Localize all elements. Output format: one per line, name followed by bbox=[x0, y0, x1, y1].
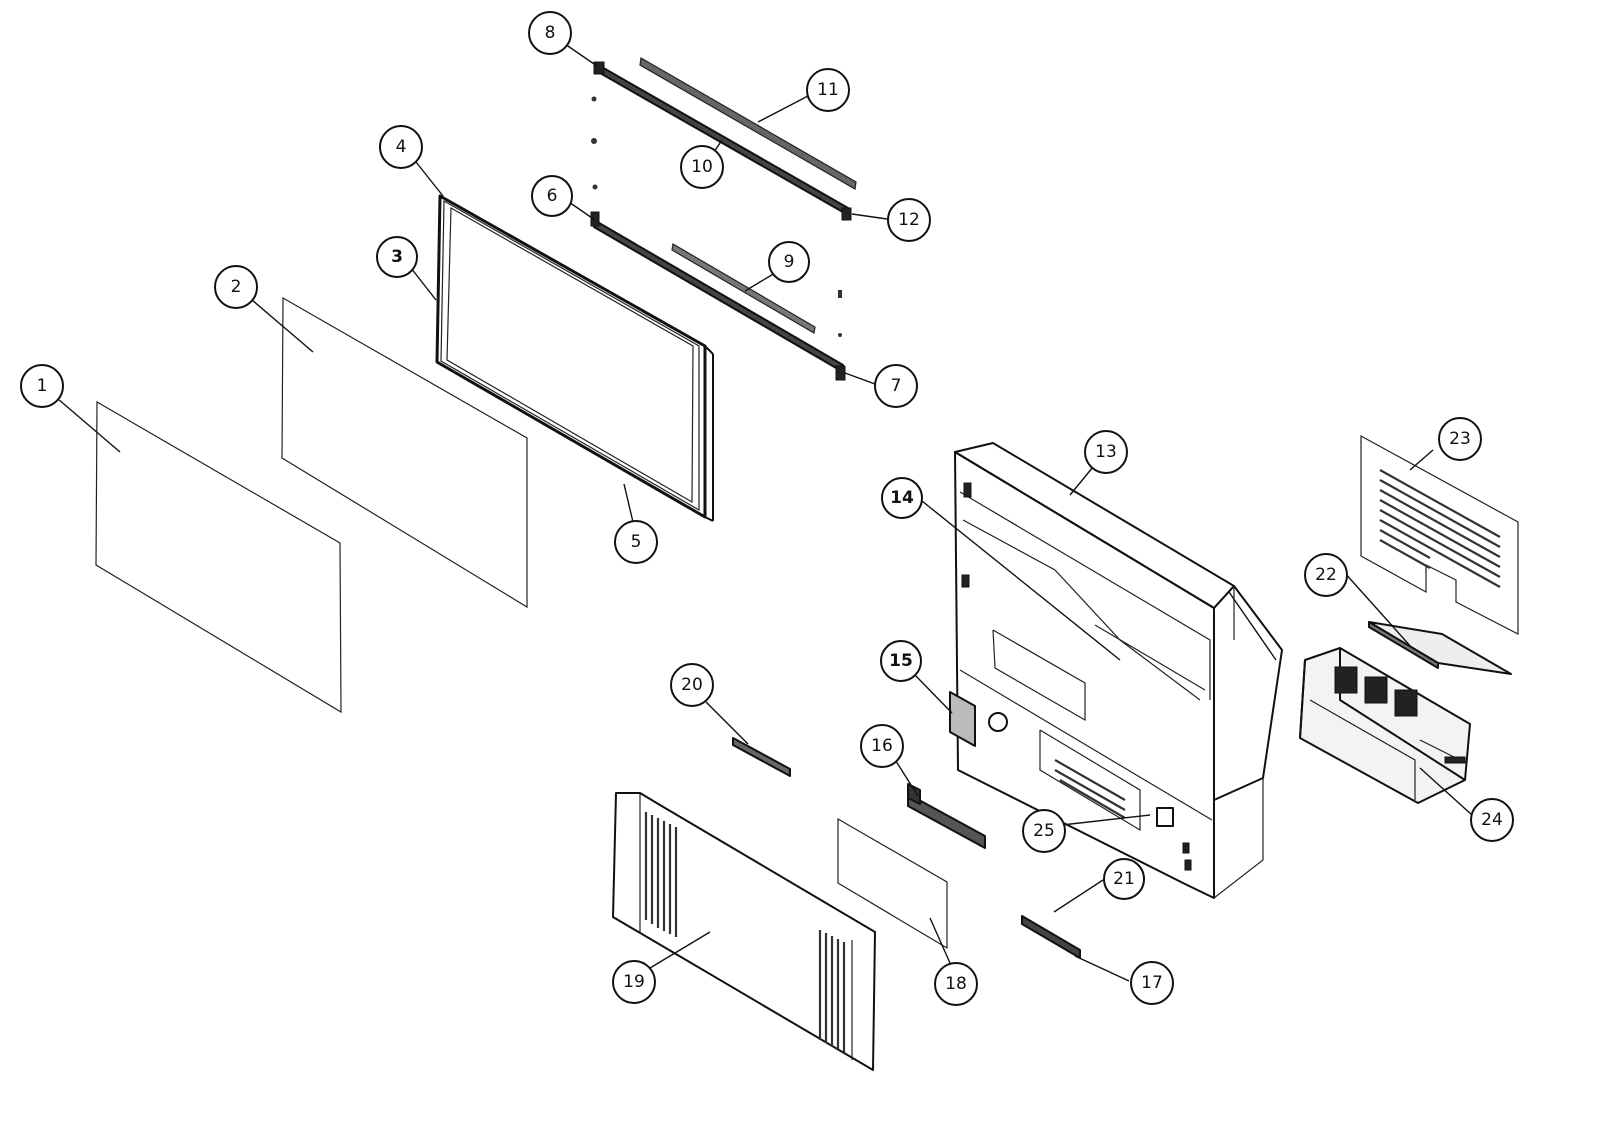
part-18-panel bbox=[837, 817, 948, 950]
callout-15: 15 bbox=[880, 640, 922, 682]
callout-label: 3 bbox=[391, 247, 403, 267]
part-17-bottom-bar bbox=[1021, 915, 1081, 959]
callout-label: 16 bbox=[871, 736, 893, 756]
part-23-back-cover bbox=[1360, 434, 1519, 635]
grille-hatch-left bbox=[644, 812, 678, 937]
callout-20: 20 bbox=[670, 663, 714, 707]
callout-label: 22 bbox=[1315, 565, 1337, 585]
part-19-front-grille bbox=[612, 792, 876, 1071]
leader-lines bbox=[57, 41, 1473, 982]
callout-16: 16 bbox=[860, 724, 904, 768]
part-2-lenticular-panel bbox=[281, 296, 528, 609]
callout-11: 11 bbox=[806, 68, 850, 112]
callout-label: 15 bbox=[889, 651, 913, 671]
callout-12: 12 bbox=[887, 198, 931, 242]
callout-label: 23 bbox=[1449, 429, 1471, 449]
callout-9: 9 bbox=[768, 241, 810, 283]
callout-label: 14 bbox=[890, 488, 914, 508]
callout-21: 21 bbox=[1103, 858, 1145, 900]
callout-23: 23 bbox=[1438, 417, 1482, 461]
callout-1: 1 bbox=[20, 364, 64, 408]
callout-label: 24 bbox=[1481, 810, 1503, 830]
callout-label: 19 bbox=[623, 972, 645, 992]
callout-19: 19 bbox=[612, 960, 656, 1004]
callout-18: 18 bbox=[934, 962, 978, 1006]
part-9-lower-trim bbox=[671, 243, 816, 334]
callout-label: 7 bbox=[891, 376, 902, 396]
part-1-screen-panel bbox=[95, 400, 342, 714]
callout-label: 18 bbox=[945, 974, 967, 994]
callout-22: 22 bbox=[1304, 553, 1348, 597]
callout-8: 8 bbox=[528, 11, 572, 55]
part-10-top-rail bbox=[593, 61, 852, 221]
part-24-light-engine bbox=[1299, 647, 1471, 804]
callout-label: 13 bbox=[1095, 442, 1117, 462]
callout-14: 14 bbox=[881, 477, 923, 519]
part-6-lower-rail bbox=[590, 211, 846, 381]
callout-13: 13 bbox=[1084, 430, 1128, 474]
callout-label: 9 bbox=[784, 252, 795, 272]
callout-label: 11 bbox=[817, 80, 839, 100]
part-4-screen-frame bbox=[435, 194, 714, 522]
part-22-board bbox=[1368, 621, 1512, 675]
callout-label: 21 bbox=[1113, 869, 1135, 889]
part-20-bar bbox=[732, 737, 791, 777]
callout-6: 6 bbox=[531, 175, 573, 217]
part-15-bracket bbox=[949, 691, 976, 747]
callout-label: 4 bbox=[396, 137, 407, 157]
screws bbox=[591, 96, 842, 337]
callout-10: 10 bbox=[680, 145, 724, 189]
callout-2: 2 bbox=[214, 265, 258, 309]
callout-24: 24 bbox=[1470, 798, 1514, 842]
callout-label: 17 bbox=[1141, 973, 1163, 993]
callout-label: 8 bbox=[545, 23, 556, 43]
callout-3: 3 bbox=[376, 236, 418, 278]
part-11-top-trim bbox=[639, 57, 857, 190]
callout-label: 12 bbox=[898, 210, 920, 230]
callout-label: 6 bbox=[547, 186, 558, 206]
callout-17: 17 bbox=[1130, 961, 1174, 1005]
part-13-cabinet bbox=[954, 442, 1283, 899]
callout-7: 7 bbox=[874, 364, 918, 408]
callout-label: 5 bbox=[631, 532, 642, 552]
callout-label: 25 bbox=[1033, 821, 1055, 841]
callout-label: 20 bbox=[681, 675, 703, 695]
vent-pattern bbox=[1379, 469, 1501, 588]
callout-label: 1 bbox=[37, 376, 48, 396]
callout-5: 5 bbox=[614, 520, 658, 564]
callout-25: 25 bbox=[1022, 809, 1066, 853]
grille-hatch-right bbox=[818, 930, 846, 1052]
callout-label: 2 bbox=[231, 277, 242, 297]
callout-4: 4 bbox=[379, 125, 423, 169]
part-16-terminal-board bbox=[907, 783, 986, 849]
callout-label: 10 bbox=[691, 157, 713, 177]
